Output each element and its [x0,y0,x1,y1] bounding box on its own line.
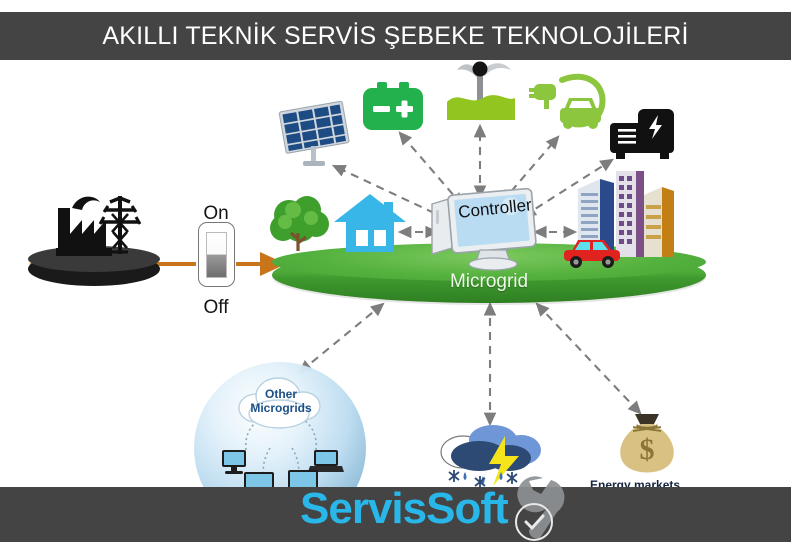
check-circle-icon [515,503,553,541]
city-buildings-icon [578,171,674,257]
page-header: AKILLI TEKNİK SERVİS ŞEBEKE TEKNOLOJİLER… [0,12,791,60]
battery-icon [363,82,423,130]
watermark-text: ServisSoft [300,484,509,533]
generator-icon [610,109,674,159]
cloud-network-icon [222,377,344,501]
switch-on-label: On [203,203,229,224]
car-icon [564,240,620,268]
wind-turbine-icon [447,61,515,120]
electric-vehicle-charging-icon [529,73,606,129]
money-bag-icon: $ [620,414,674,473]
page-title: AKILLI TEKNİK SERVİS ŞEBEKE TEKNOLOJİLER… [102,21,689,50]
factory-transmission-tower-icon [56,196,142,256]
cloud-label-line1: Other [264,387,297,401]
watermark-bar [0,487,791,542]
switch-off-label: Off [203,297,229,318]
tree-icon [270,196,329,251]
cloud-label-line2: Microgrids [250,401,312,415]
solar-panel-icon [278,100,350,166]
storm-cloud-icon [440,425,541,488]
power-switch-knob[interactable] [206,232,227,278]
svg-text:$: $ [640,433,655,466]
monitor-controller-icon [431,187,537,271]
other-microgrids-label: Other Microgrids [232,387,330,415]
microgrid-label: Microgrid [449,271,529,292]
house-icon [334,194,406,252]
